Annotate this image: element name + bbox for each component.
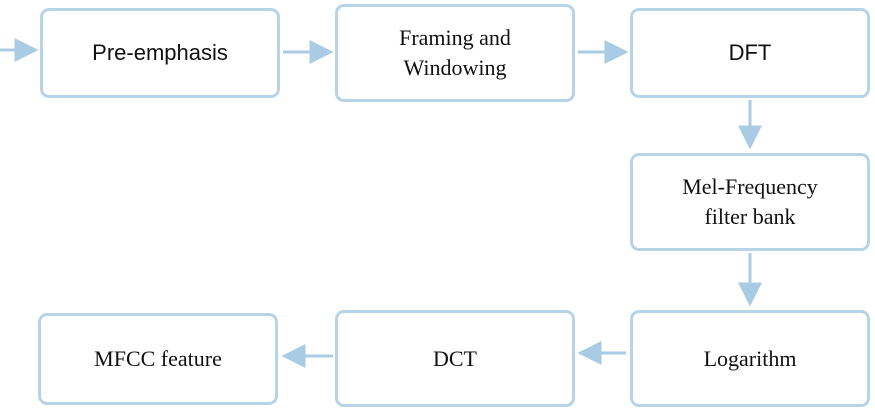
- mfcc-feature-block: MFCC feature: [38, 313, 278, 405]
- dct-label: DCT: [433, 345, 477, 371]
- dft-label: DFT: [728, 40, 772, 65]
- pre-emphasis-label: Pre-emphasis: [92, 40, 228, 65]
- logarithm-block: Logarithm: [630, 310, 870, 407]
- pre-emphasis-block: Pre-emphasis: [40, 8, 280, 98]
- dct-block: DCT: [335, 310, 575, 407]
- mel-filter-bank-block: Mel-Frequency filter bank: [630, 153, 870, 251]
- dft-block: DFT: [630, 8, 870, 98]
- framing-windowing-label: Framing and Windowing: [399, 25, 511, 80]
- logarithm-label: Logarithm: [703, 345, 797, 371]
- mel-filter-bank-label: Mel-Frequency filter bank: [682, 174, 818, 229]
- mfcc-feature-label: MFCC feature: [94, 346, 222, 371]
- framing-windowing-block: Framing and Windowing: [335, 4, 575, 102]
